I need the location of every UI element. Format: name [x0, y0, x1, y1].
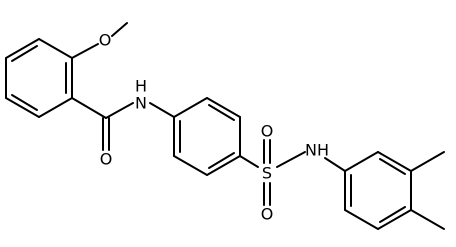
sulfur-label: S [262, 164, 272, 183]
bond-nh-to-ring [324, 157, 346, 172]
amide-oxygen-label: O [100, 150, 113, 169]
double-bond-inner [379, 158, 406, 175]
double-bond-inner [208, 152, 235, 169]
double-bond-inner [208, 104, 235, 121]
bond [344, 209, 379, 230]
sulfonamide-nh-label: NH [305, 141, 329, 160]
methoxy-oxygen-label: O [99, 31, 112, 50]
amide-nitrogen-label: N [135, 94, 147, 113]
bond-ring-to-sulfur [239, 155, 259, 168]
amide-hydrogen-label: H [135, 77, 147, 96]
double-bond-inner [379, 206, 406, 223]
bond-methoxy-o-to-ch3 [111, 22, 128, 37]
bond-ring-to-carbonyl [71, 97, 107, 119]
sulfonyl-oxygen-top-label: O [261, 122, 274, 141]
bond-methyl-4 [410, 209, 445, 230]
double-bond-inner [11, 94, 38, 111]
bond-nh-to-ring [149, 102, 175, 118]
bond [206, 155, 241, 176]
bond [377, 151, 412, 172]
bond-sulfur-to-nh [276, 151, 306, 168]
bond [5, 38, 40, 59]
bond [344, 151, 379, 172]
bond [206, 97, 241, 118]
bond [5, 97, 40, 118]
sulfonyl-oxygen-bottom-label: O [261, 205, 274, 224]
bond [38, 38, 73, 59]
bond-methyl-3 [410, 151, 445, 172]
bond-ring-to-methoxy-o [71, 43, 99, 59]
bond [173, 97, 208, 118]
double-bond-inner [11, 45, 38, 62]
ring-phenylene [173, 97, 241, 176]
bond [38, 97, 73, 118]
bond [377, 209, 412, 230]
ring-dimethylphenyl [344, 151, 412, 230]
ring-methoxybenzoyl [5, 38, 73, 118]
bond [173, 155, 208, 176]
bond-carbonyl-to-nh [105, 102, 134, 119]
